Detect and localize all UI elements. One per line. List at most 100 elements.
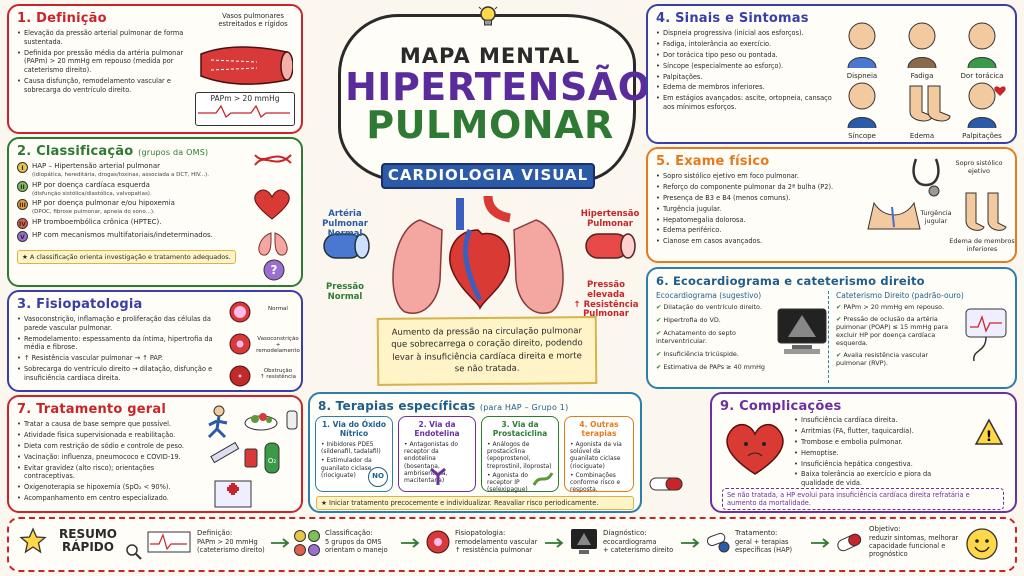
list-item: Remodelamento: espessamento da íntima, h… — [17, 335, 227, 352]
person-dyspnea-icon — [847, 22, 877, 69]
panel-exam: 5. Exame físico Sopro sistólico ejetivo … — [646, 147, 1017, 263]
arrow-icon — [401, 538, 420, 548]
arrow-icon — [545, 538, 564, 548]
list-item: • Agonista da via solúvel da guanilato c… — [570, 441, 622, 470]
center-note: Aumento da pressão na circulação pulmona… — [376, 316, 598, 386]
list-item: • Estimulador da guanilato ciclase (rioc… — [321, 457, 372, 479]
list-item: ✔ Estimativa de PAPs ≥ 40 mmHg — [656, 363, 765, 371]
group-label: HP com mecanismos multifatoriais/indeter… — [32, 230, 213, 239]
list-item: ✔ Achatamento do septo interventricular. — [656, 329, 736, 345]
list-item: Reforço do componente pulmonar da 2ª bul… — [656, 183, 856, 192]
group-label: HP tromboembólica crônica (HPTEC). — [32, 217, 162, 226]
magnifier-icon — [126, 544, 142, 560]
vial-icon — [244, 448, 258, 468]
panel-symptoms: 4. Sinais e Sintomas Dispneia progressiv… — [646, 4, 1017, 144]
neck-icon — [867, 201, 921, 230]
summary-step: Diagnóstico:ecocardiograma + cateterismo… — [603, 529, 674, 554]
list-item: • Antagonistas do receptor da endotelina… — [404, 441, 459, 484]
group-label: HP por doença pulmonar e/ou hipoxemia — [32, 199, 175, 208]
panel-title: 4. Sinais e Sintomas — [656, 11, 809, 26]
person-fatigue-icon — [907, 22, 937, 69]
title-line-1: HIPERTENSÃO — [345, 65, 651, 109]
list-item: Oxigenoterapia se hipoxemia (SpO₂ < 90%)… — [17, 483, 197, 492]
arrow-icon — [271, 538, 290, 548]
panel-definition: 1. Definição Elevação da pressão arteria… — [7, 4, 303, 134]
title-kicker: MAPA MENTAL — [399, 44, 581, 68]
cath-subtitle: Cateterismo Direito (padrão-ouro) — [836, 291, 964, 300]
lungs-icon — [258, 232, 288, 256]
echo-column: Ecocardiograma (sugestivo) ✔ Dilatação d… — [656, 291, 832, 376]
list-item: Vasoconstrição, inflamação e proliferaçã… — [17, 315, 227, 332]
vessel-stages-icon — [229, 301, 251, 387]
list-item: Hepatomegalia dolorosa. — [656, 216, 856, 225]
icon-caption: Dispneia — [846, 72, 878, 80]
therapy-card: 3. Via da Prostaciclina • Análogos de pr… — [481, 416, 559, 493]
therapy-note: ★ Iniciar tratamento precocemente e indi… — [316, 496, 634, 510]
arrow-icon — [681, 538, 700, 548]
icon-caption: Palpitações — [962, 132, 1002, 140]
person-chest-pain-icon — [967, 22, 997, 69]
panel-title: 6. Ecocardiograma e cateterismo direito — [656, 274, 925, 288]
list-item: Turgência jugular. — [656, 205, 856, 214]
vessel-cross-icon — [426, 530, 450, 554]
symptom-icons — [847, 22, 1006, 129]
list-item: Síncope (especialmente ao esforço). — [656, 62, 834, 71]
therapy-card: 1. Via do Óxido Nítrico • Inibidores PDE… — [315, 416, 393, 492]
list-item: Edema periférico. — [656, 226, 856, 235]
warning-icon: ! — [974, 418, 1004, 445]
person-palpitations-icon — [967, 82, 1006, 129]
stage-label: Obstrução ↑ resistência — [259, 368, 297, 380]
heart-lungs-illustration — [323, 195, 636, 314]
panel-summary: RESUMO RÁPIDO Definição:PAPm > 20 mmHg (… — [7, 517, 1017, 572]
list-item: • Combinações conforme risco e resposta. — [570, 471, 621, 494]
title-line-2: PULMONAR — [366, 103, 614, 147]
summary-step: Tratamento:geral + terapias específicas … — [735, 529, 793, 554]
subtitle-banner: CARDIOLOGIA VISUAL — [381, 163, 595, 189]
therapy-card: 2. Via da Endotelina • Antagonistas do r… — [398, 416, 476, 492]
list-item: Definida por pressão média da artéria pu… — [17, 49, 192, 75]
group-number-badge: III — [17, 199, 28, 211]
list-item: Sobrecarga do ventrículo direito → dilat… — [17, 365, 227, 382]
icon-caption: Dor torácica — [960, 72, 1004, 80]
list-item: Elevação da pressão arterial pulmonar de… — [17, 29, 192, 46]
ecg-summary-icon — [147, 531, 191, 553]
list-item: Vacinação: influenza, pneumococo e COVID… — [17, 453, 197, 462]
smiley-icon — [966, 528, 998, 560]
list-item: ✔ Hipertrofia do VD. — [656, 316, 721, 324]
ecg-label: PAPm > 20 mmHg — [210, 94, 280, 103]
panel-echo: 6. Ecocardiograma e cateterismo direito … — [646, 267, 1017, 389]
oxygen-tank-icon: O₂ — [264, 442, 280, 474]
therapy-card: 4. Outras terapias • Agonista da via sol… — [564, 416, 634, 494]
hospital-icon — [214, 480, 252, 508]
summary-step: Objetivo:reduzir sintomas, melhorar capa… — [869, 525, 959, 559]
list-item: • Análogos de prostaciclina (epoprosteno… — [487, 441, 552, 470]
list-item: Presença de B3 e B4 (menos comuns). — [656, 194, 856, 203]
classification-group: III HP por doença pulmonar e/ou hipoxemia… — [17, 199, 293, 215]
list-item: • Inibidores PDE5 (sildenafil, tadalafil… — [321, 441, 381, 456]
summary-step: Definição:PAPm > 20 mmHg (cateterismo di… — [197, 529, 265, 554]
list-item: Dor torácica tipo peso ou pontada. — [656, 51, 834, 60]
stethoscope-icon — [912, 158, 940, 197]
sick-heart-icon — [726, 423, 784, 475]
group-detail: (idiopática, hereditária, drogas/toxinas… — [32, 172, 210, 179]
monitor-icon — [571, 529, 597, 554]
person-syncope-icon — [847, 82, 877, 129]
icon-caption: Edema de membros inferiores — [949, 237, 1015, 253]
list-item: ✔ PAPm > 20 mmHg em repouso. — [836, 303, 944, 311]
list-item: Arritmias (FA, flutter, taquicardia). — [794, 427, 954, 436]
ecg-box: PAPm > 20 mmHg — [195, 92, 295, 126]
dna-icon — [254, 154, 292, 166]
salt-shaker-icon — [286, 410, 298, 430]
list-item: Cianose em casos avançados. — [656, 237, 856, 246]
treatment-icons: O₂ — [207, 405, 298, 508]
summary-step: Fisiopatologia:remodelamento vascular ↑ … — [455, 529, 538, 554]
swollen-legs-icon — [965, 192, 1007, 231]
list-item: Atividade física supervisionada e reabil… — [17, 431, 197, 440]
echo-monitor-icon — [777, 308, 827, 354]
list-item: ✔ Avalia resistência vascular pulmonar (… — [836, 351, 929, 367]
list-item: ✔ Dilatação do ventrículo direito. — [656, 303, 762, 311]
label-normal-artery: Artéria Pulmonar Normal — [322, 209, 368, 239]
